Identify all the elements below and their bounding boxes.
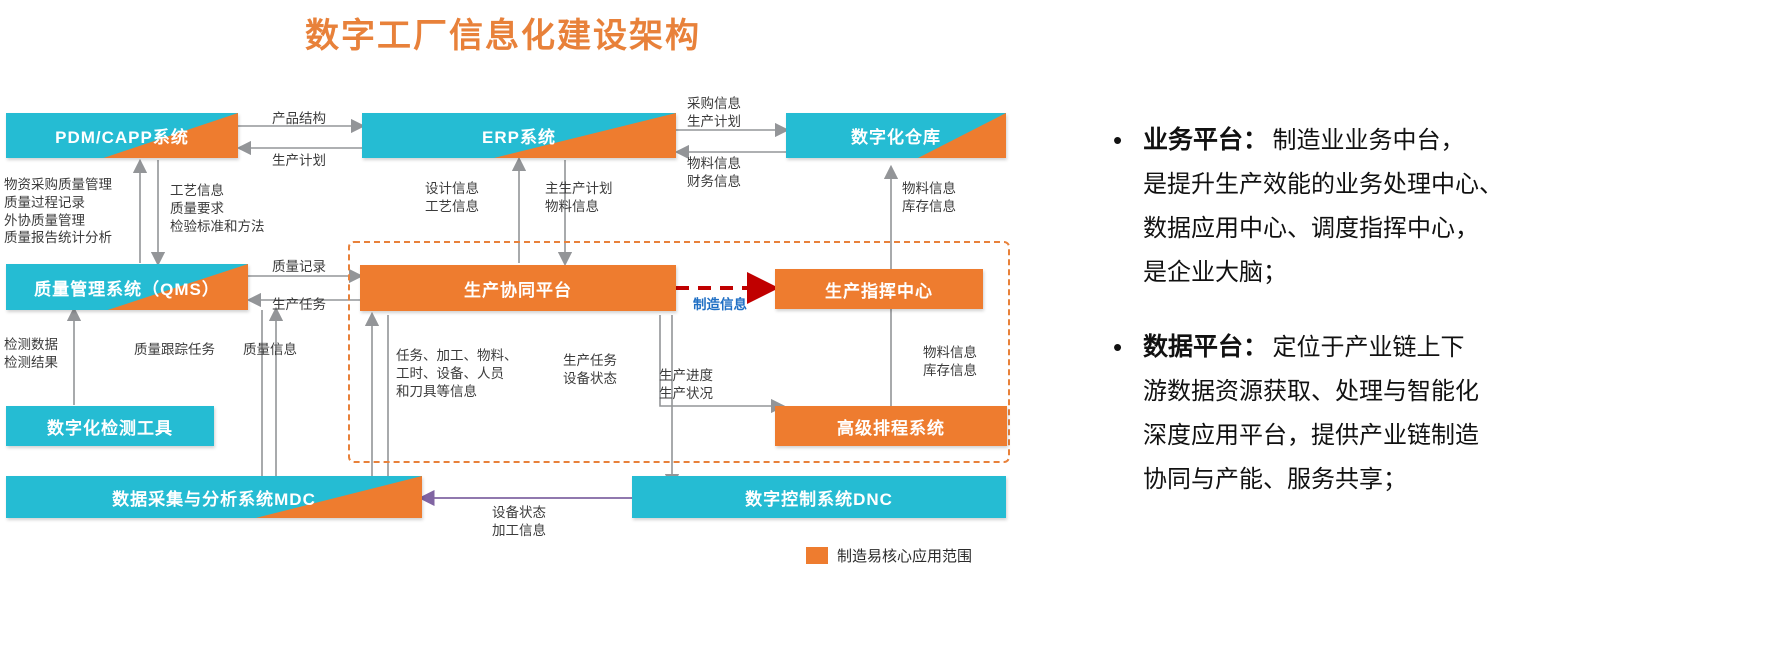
node-dnc-label: 数字控制系统DNC — [745, 489, 893, 509]
edge-label-quality-record: 质量记录 — [272, 259, 326, 274]
node-production-command-center[interactable]: 生产指挥中心 — [775, 269, 983, 309]
edge-label-process-info-block: 工艺信息 质量要求 检验标准和方法 — [170, 183, 265, 234]
bullet-first-line: 业务平台： 制造业业务中台， — [1143, 118, 1755, 163]
node-advanced-planning-system-label: 高级排程系统 — [837, 418, 945, 438]
node-pdm-capp-label: PDM/CAPP系统 — [55, 128, 189, 147]
edge-label-quality-track-task: 质量跟踪任务 — [134, 342, 215, 357]
node-production-command-center-label: 生产指挥中心 — [825, 281, 933, 301]
bullet-marker: • — [1113, 125, 1123, 155]
node-qms-label: 质量管理系统（QMS） — [34, 279, 220, 299]
bullet-item-data-platform: • 数据平台： 定位于产业链上下 游数据资源获取、处理与智能化 深度应用平台，提… — [1105, 325, 1755, 502]
node-digital-warehouse-label: 数字化仓库 — [851, 128, 941, 147]
bullet-line-3: 深度应用平台，提供产业链制造 — [1143, 422, 1479, 449]
node-mdc[interactable]: 数据采集与分析系统MDC — [6, 476, 422, 518]
edge-label-purchase-info: 采购信息 生产计划 — [687, 96, 741, 129]
node-erp[interactable]: ERP系统 — [362, 113, 676, 158]
node-advanced-planning-system[interactable]: 高级排程系统 — [775, 406, 1007, 446]
node-qms[interactable]: 质量管理系统（QMS） — [6, 264, 248, 310]
edge-label-material-finance: 物料信息 财务信息 — [687, 156, 741, 189]
edge-label-material-stock-warehouse: 物料信息 库存信息 — [902, 181, 956, 214]
node-erp-label: ERP系统 — [482, 128, 556, 147]
edge-label-prod-task-equip: 生产任务 设备状态 — [563, 353, 617, 386]
edge-label-task-process-block: 任务、加工、物料、 工时、设备、人员 和刀具等信息 — [396, 348, 518, 399]
node-pdm-capp[interactable]: PDM/CAPP系统 — [6, 113, 238, 158]
edge-label-material-stock-aps: 物料信息 库存信息 — [923, 345, 977, 378]
bullet-marker: • — [1113, 332, 1123, 362]
legend: 制造易核心应用范围 — [806, 545, 972, 566]
edge-label-prod-progress: 生产进度 生产状况 — [659, 368, 713, 401]
node-digital-inspection-tool-label: 数字化检测工具 — [47, 418, 173, 438]
bullet-line-4: 协同与产能、服务共享； — [1143, 466, 1407, 493]
bullet-line-4: 是企业大脑； — [1143, 259, 1287, 286]
page-title: 数字工厂信息化建设架构 — [305, 17, 701, 55]
architecture-diagram: PDM/CAPP系统 ERP系统 数字化仓库 质量管理系统（QMS） 生产协同平… — [0, 0, 1060, 663]
edge-label-manufacturing-info: 制造信息 — [693, 297, 747, 312]
description-panel: • 业务平台： 制造业业务中台， 是提升生产效能的业务处理中心、 数据应用中心、… — [1105, 118, 1755, 532]
bullet-line-1: 制造业业务中台， — [1272, 127, 1465, 154]
edge-label-detect-data: 检测数据 检测结果 — [4, 337, 58, 370]
bullet-line-1: 定位于产业链上下 — [1272, 334, 1465, 361]
bullet-line-3: 数据应用中心、调度指挥中心， — [1143, 215, 1479, 242]
bullet-line-2: 游数据资源获取、处理与智能化 — [1143, 378, 1479, 405]
edge-label-production-plan: 生产计划 — [272, 153, 326, 168]
edge-label-master-plan: 主生产计划 物料信息 — [545, 181, 613, 214]
node-dnc[interactable]: 数字控制系统DNC — [632, 476, 1006, 518]
node-digital-warehouse[interactable]: 数字化仓库 — [786, 113, 1006, 158]
edge-label-design-process: 设计信息 工艺信息 — [425, 181, 479, 214]
legend-color-swatch-orange — [806, 547, 828, 564]
edge-label-quality-info: 质量信息 — [243, 342, 297, 357]
node-mdc-label: 数据采集与分析系统MDC — [112, 489, 316, 509]
bullet-heading: 业务平台： — [1143, 126, 1269, 154]
edge-label-production-task: 生产任务 — [272, 297, 326, 312]
bullet-line-2: 是提升生产效能的业务处理中心、 — [1143, 171, 1503, 198]
core-scope-dashed-region — [348, 241, 1010, 463]
edge-label-quality-left-block: 物资采购质量管理 质量过程记录 外协质量管理 质量报告统计分析 — [4, 177, 112, 246]
bullet-heading: 数据平台： — [1143, 333, 1269, 361]
bullet-first-line: 数据平台： 定位于产业链上下 — [1143, 325, 1755, 370]
node-production-collaboration-platform[interactable]: 生产协同平台 — [360, 265, 676, 311]
legend-label: 制造易核心应用范围 — [837, 548, 973, 565]
bullet-item-business-platform: • 业务平台： 制造业业务中台， 是提升生产效能的业务处理中心、 数据应用中心、… — [1105, 118, 1755, 295]
node-digital-inspection-tool[interactable]: 数字化检测工具 — [6, 406, 214, 446]
edge-label-equip-status-proc: 设备状态 加工信息 — [492, 505, 546, 538]
node-production-collaboration-platform-label: 生产协同平台 — [464, 280, 572, 300]
edge-label-product-structure: 产品结构 — [272, 111, 326, 126]
